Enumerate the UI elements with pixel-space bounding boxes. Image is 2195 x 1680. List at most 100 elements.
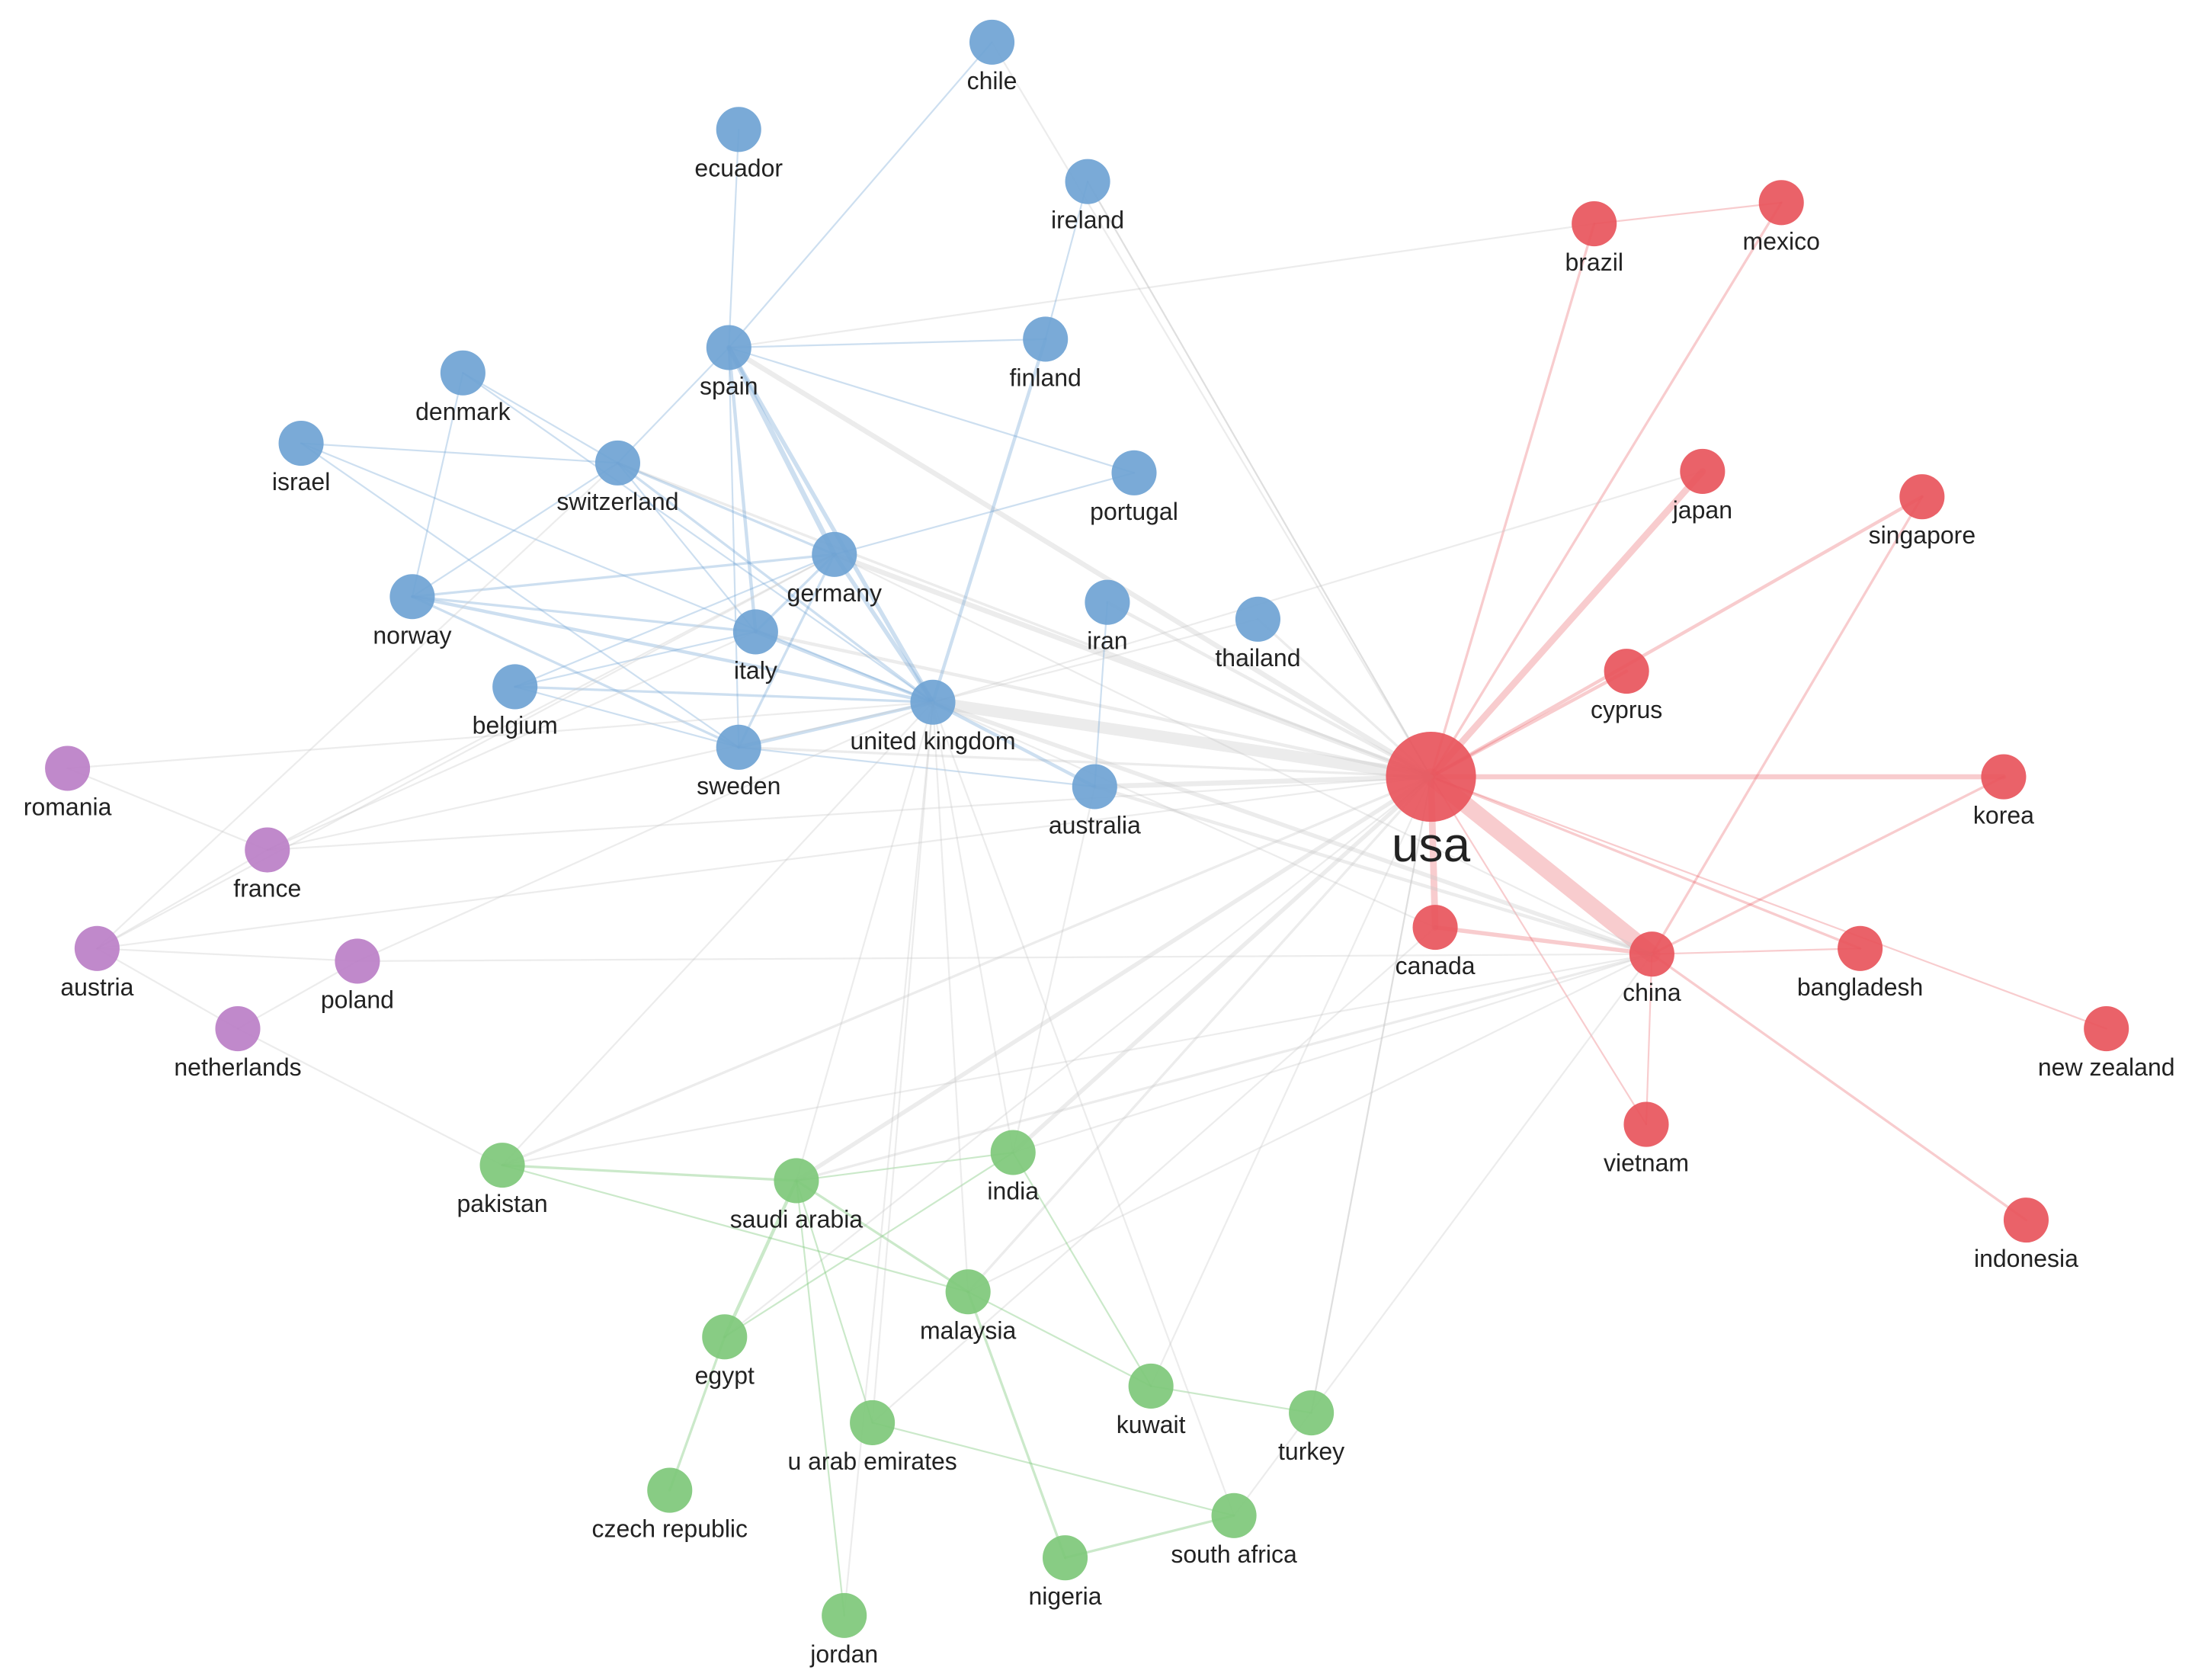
node-label-vietnam: vietnam (1604, 1149, 1689, 1177)
edge-poland-united_kingdom (356, 701, 934, 963)
edge-malaysia-united_kingdom (931, 701, 969, 1293)
edge-spain-switzerland (617, 346, 730, 464)
edge-usa-egypt (723, 775, 1432, 1338)
node-kuwait[interactable] (1128, 1363, 1174, 1409)
node-korea[interactable] (1981, 754, 2027, 800)
edge-saudi_arabia-egypt (723, 1178, 799, 1339)
node-netherlands[interactable] (215, 1006, 261, 1052)
node-spain[interactable] (706, 325, 751, 370)
node-united_kingdom[interactable] (910, 679, 956, 725)
node-ecuador[interactable] (716, 107, 761, 152)
node-czech_republic[interactable] (647, 1467, 693, 1513)
node-canada[interactable] (1412, 905, 1458, 951)
edge-malaysia-nigeria (966, 1290, 1067, 1560)
edge-usa-spain (726, 345, 1434, 780)
edge-austria-netherlands (96, 947, 239, 1030)
node-south_africa[interactable] (1211, 1492, 1257, 1538)
node-sweden[interactable] (716, 724, 761, 770)
edge-usa-malaysia (966, 775, 1433, 1294)
edge-united_kingdom-finland (931, 337, 1047, 704)
edge-china-pakistan (501, 953, 1653, 1166)
edge-brazil-spain (728, 223, 1595, 349)
node-france[interactable] (245, 827, 290, 873)
edge-china-vietnam (1645, 953, 1653, 1126)
node-label-malaysia: malaysia (920, 1316, 1016, 1344)
edge-china-india (1012, 953, 1653, 1154)
edge-portugal-germany (833, 472, 1136, 556)
edge-egypt-czech_republic (668, 1335, 726, 1492)
edge-kuwait-india (1012, 1151, 1152, 1387)
edge-norway-switzerland (411, 462, 619, 598)
edge-france-italy (266, 630, 757, 851)
node-austria[interactable] (74, 925, 120, 971)
node-italy[interactable] (732, 609, 778, 655)
edge-spain-germany (726, 345, 838, 557)
node-label-belgium: belgium (473, 711, 558, 739)
node-jordan[interactable] (822, 1592, 867, 1638)
node-pakistan[interactable] (479, 1143, 525, 1188)
edge-south_africa-united_kingdom (931, 701, 1235, 1517)
edge-israel-switzerland (300, 442, 619, 464)
node-saudi_arabia[interactable] (774, 1158, 819, 1204)
edge-united_kingdom-belgium (514, 685, 934, 704)
node-germany[interactable] (812, 531, 857, 577)
node-norway[interactable] (389, 574, 435, 620)
node-ireland[interactable] (1065, 159, 1110, 204)
edge-usa-japan (1428, 468, 1706, 781)
node-new_zealand[interactable] (2084, 1006, 2129, 1052)
node-portugal[interactable] (1111, 450, 1157, 495)
edge-united_kingdom-spain (726, 345, 935, 704)
node-malaysia[interactable] (945, 1269, 991, 1315)
node-denmark[interactable] (440, 350, 485, 396)
node-label-spain: spain (700, 373, 758, 400)
node-label-indonesia: indonesia (1974, 1245, 2078, 1272)
node-japan[interactable] (1680, 448, 1726, 494)
node-australia[interactable] (1072, 764, 1117, 810)
node-nigeria[interactable] (1043, 1535, 1088, 1581)
node-vietnam[interactable] (1623, 1101, 1669, 1147)
node-thailand[interactable] (1235, 596, 1280, 642)
node-belgium[interactable] (492, 664, 538, 710)
edge-india-australia (1012, 785, 1096, 1154)
node-egypt[interactable] (702, 1314, 748, 1360)
node-u_arab_emirates[interactable] (850, 1399, 896, 1445)
node-china[interactable] (1629, 931, 1674, 977)
node-poland[interactable] (335, 938, 380, 984)
node-israel[interactable] (278, 421, 324, 466)
edge-israel-sweden (300, 442, 740, 749)
edge-romania-france (66, 767, 268, 851)
node-indonesia[interactable] (2003, 1197, 2049, 1243)
node-label-cyprus: cyprus (1591, 696, 1662, 723)
node-bangladesh[interactable] (1838, 925, 1883, 971)
node-romania[interactable] (45, 745, 91, 791)
node-chile[interactable] (969, 19, 1015, 65)
node-singapore[interactable] (1899, 474, 1945, 520)
node-cyprus[interactable] (1604, 649, 1649, 694)
node-finland[interactable] (1023, 316, 1069, 362)
edge-pakistan-malaysia (501, 1164, 969, 1293)
node-label-australia: australia (1049, 812, 1141, 839)
edge-spain-sweden (728, 346, 740, 749)
edge-china-south_africa (1232, 953, 1653, 1517)
node-iran[interactable] (1085, 579, 1130, 625)
node-usa[interactable] (1386, 732, 1476, 822)
node-label-romania: romania (24, 794, 112, 821)
edge-united_kingdom-switzerland (616, 461, 934, 704)
node-india[interactable] (990, 1130, 1036, 1175)
edge-usa-ireland (1086, 181, 1432, 778)
edge-usa-india (1011, 774, 1434, 1155)
edge-china-indonesia (1650, 953, 2028, 1222)
node-brazil[interactable] (1572, 201, 1617, 247)
edge-germany-switzerland (616, 461, 836, 556)
edge-ireland-finland (1044, 181, 1089, 341)
node-mexico[interactable] (1758, 180, 1804, 226)
edge-china-germany (833, 553, 1653, 955)
node-turkey[interactable] (1289, 1390, 1335, 1436)
edge-thailand-united_kingdom (931, 618, 1259, 704)
node-switzerland[interactable] (594, 440, 640, 486)
node-label-jordan: jordan (809, 1640, 878, 1668)
node-label-china: china (1623, 979, 1681, 1006)
edge-japan-united_kingdom (931, 470, 1703, 704)
edge-usa-germany (832, 552, 1434, 780)
